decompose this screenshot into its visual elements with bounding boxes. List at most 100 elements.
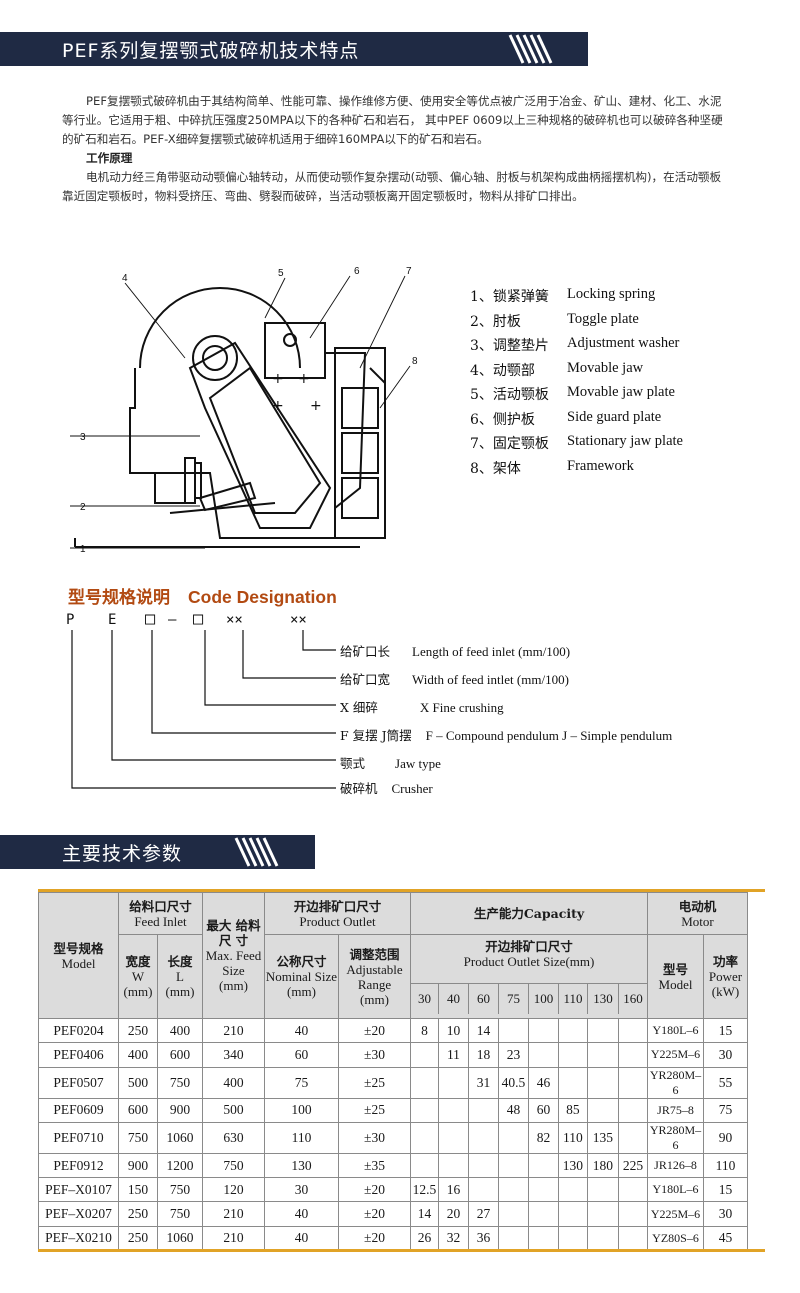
table-cell: 15 [703, 1017, 748, 1044]
table-cell: ±20 [338, 1201, 411, 1227]
table-cell: 18 [467, 1042, 499, 1068]
table-cell [527, 1225, 559, 1252]
legend-en: Adjustment washer [567, 335, 680, 351]
th-cn: 开边排矿口尺寸 [485, 939, 573, 954]
callout-7: 7 [406, 266, 412, 277]
table-cell [586, 1017, 619, 1044]
table-cell: 31 [467, 1066, 499, 1099]
code-label-crusher: 破碎机 Crusher [340, 778, 433, 797]
table-cell: 130 [557, 1152, 588, 1179]
table-cell-model: PEF0609 [38, 1097, 119, 1123]
code-label-en: F – Compound pendulum J – Simple pendulu… [425, 728, 673, 743]
cap-size: 30 [411, 984, 439, 1014]
th-cn: 最大 给料尺 寸 [206, 918, 261, 948]
table-cell [557, 1177, 588, 1203]
table-cell: 60 [264, 1042, 339, 1068]
callout-4: 4 [122, 273, 128, 284]
code-label-cn: 给矿口长 [340, 644, 391, 659]
code-label-en: Crusher [391, 781, 433, 796]
table-cell: ±35 [338, 1152, 411, 1179]
table-cell [586, 1177, 619, 1203]
table-cell: 750 [118, 1121, 158, 1154]
legend-en: Stationary jaw plate [567, 433, 683, 449]
table-cell: ±25 [338, 1066, 411, 1099]
table-cell: JR126–8 [647, 1152, 704, 1179]
th-en: Model [658, 976, 693, 992]
table-cell [617, 1121, 649, 1154]
th-en: Adjustable Range [346, 961, 403, 992]
table-cell: 27 [467, 1201, 499, 1227]
table-cell [467, 1177, 499, 1203]
table-cell: 135 [586, 1121, 619, 1154]
table-cell: 32 [437, 1225, 469, 1252]
table-cell: 23 [497, 1042, 529, 1068]
table-cell [527, 1201, 559, 1227]
table-cell [617, 1066, 649, 1099]
legend-en: Locking spring [567, 286, 656, 302]
table-cell-model: PEF–X0207 [38, 1201, 119, 1227]
table-cell: 30 [703, 1042, 748, 1068]
code-label-en: Length of feed inlet (mm/100) [412, 644, 571, 659]
cap-size: 110 [559, 984, 588, 1014]
legend-cn: 6、侧护板 [470, 411, 535, 428]
table-cell: 30 [264, 1177, 339, 1203]
table-cell [586, 1225, 619, 1252]
table-cell [586, 1201, 619, 1227]
legend-en: Framework [567, 457, 634, 474]
table-cell: 1060 [157, 1225, 203, 1252]
table-cell: 12.5 [410, 1177, 439, 1203]
th-unit: (kW) [711, 984, 740, 999]
th-en: L [176, 969, 184, 984]
table-cell-model: PEF0406 [38, 1042, 119, 1068]
table-cell-model: PEF0204 [38, 1017, 119, 1044]
th-cap-sizes: 开边排矿口尺寸 Product Outlet Size(mm) 30 40 60… [410, 934, 648, 1019]
code-char-box2: □ [193, 609, 204, 629]
table-cell: 120 [202, 1177, 265, 1203]
table-cell [586, 1066, 619, 1099]
table-cell: 45 [703, 1225, 748, 1252]
legend-en: Movable jaw [567, 359, 644, 376]
code-label-cn: F 复摆 J筒摆 [340, 728, 412, 743]
table-cell [497, 1017, 529, 1044]
table-cell [586, 1042, 619, 1068]
table-cell-model: PEF0710 [38, 1121, 119, 1154]
th-cn: 生产能力Capacity [473, 906, 585, 921]
legend-cn: 1、锁紧弹簧 [470, 289, 549, 305]
table-cell [527, 1177, 559, 1203]
th-en: Model [61, 955, 96, 971]
table-cell: 40 [264, 1017, 339, 1044]
table-cell: 210 [202, 1201, 265, 1227]
jaw-crusher-diagram: + + + + 1 2 3 4 5 6 7 8 [70, 266, 418, 555]
table-cell: 40 [264, 1225, 339, 1252]
table-cell [497, 1201, 529, 1227]
table-cell [410, 1097, 439, 1123]
table-cell: YZ80S–6 [647, 1225, 704, 1252]
code-label-cn: 破碎机 [340, 781, 378, 796]
table-cell: 500 [202, 1097, 265, 1123]
table-cell: Y225M–6 [647, 1042, 704, 1068]
table-cell: 16 [437, 1177, 469, 1203]
table-cell-model: PEF–X0107 [38, 1177, 119, 1203]
code-char-e: E [108, 612, 117, 628]
th-cn: 开边排矿口尺寸 [293, 898, 382, 914]
table-cell: 10 [437, 1017, 469, 1044]
th-cn: 型号规格 [53, 940, 104, 956]
table-cell [497, 1152, 529, 1179]
table-cell [557, 1066, 588, 1099]
legend-cn: 3、调整垫片 [470, 338, 549, 354]
table-cell [617, 1177, 649, 1203]
